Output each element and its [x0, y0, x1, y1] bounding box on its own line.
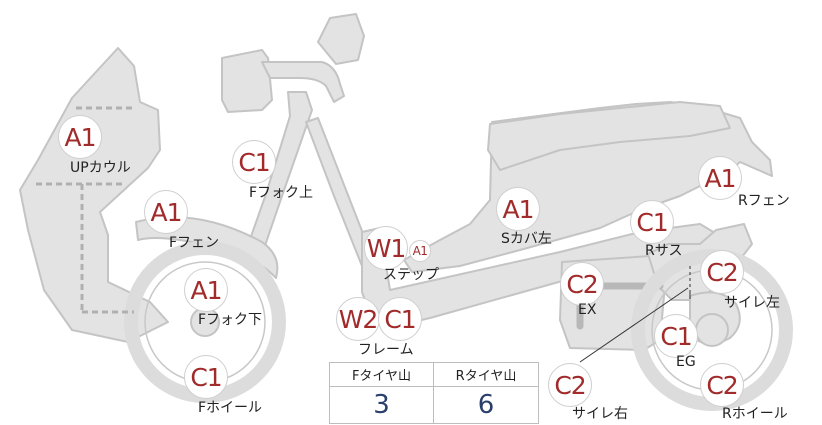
- frame-label: フレーム: [358, 342, 414, 358]
- r-sus-label: Rサス: [645, 243, 683, 259]
- rear-tire-value[interactable]: 6: [477, 390, 495, 420]
- f-fork-lower-badge[interactable]: A1: [184, 268, 228, 312]
- mirror-shape: [317, 13, 365, 65]
- engine-badge[interactable]: C1: [654, 314, 698, 358]
- f-fender-label: Fフェン: [169, 235, 220, 251]
- f-fork-lower-label: Fフォク下: [198, 312, 263, 328]
- frame-c1-badge[interactable]: C1: [378, 297, 422, 341]
- silencer-left-badge[interactable]: C2: [700, 250, 744, 294]
- f-fork-upper-badge[interactable]: C1: [232, 140, 276, 184]
- step-a1-badge[interactable]: A1: [409, 240, 431, 262]
- seat-shape: [487, 101, 731, 171]
- silencer-right-label: サイレ右: [572, 406, 628, 422]
- s-cover-left-label: Sカバ左: [501, 231, 552, 247]
- r-wheel-badge[interactable]: C2: [700, 363, 744, 407]
- f-fender-badge[interactable]: A1: [144, 190, 188, 234]
- r-sus-badge[interactable]: C1: [630, 200, 674, 244]
- silencer-right-badge[interactable]: C2: [548, 363, 592, 407]
- frame-w2-badge[interactable]: W2: [336, 297, 380, 341]
- f-fork-upper-label: Fフォク上: [249, 185, 314, 201]
- f-wheel-label: Fホイール: [198, 400, 263, 416]
- tire-tread-table: Fタイヤ山 Rタイヤ山 3 6: [329, 362, 539, 424]
- headlight-shape: [221, 49, 273, 113]
- handlebar-shape: [261, 61, 345, 103]
- s-cover-left-badge[interactable]: A1: [496, 187, 540, 231]
- front-cowl-shape: [19, 47, 169, 343]
- f-wheel-badge[interactable]: C1: [184, 355, 228, 399]
- front-tire-value[interactable]: 3: [330, 387, 434, 423]
- r-wheel-label: Rホイール: [722, 406, 788, 422]
- step-label: ステップ: [383, 267, 439, 283]
- up-cowl-badge[interactable]: A1: [58, 115, 102, 159]
- exhaust-badge[interactable]: C2: [560, 262, 604, 306]
- engine-label: EG: [676, 354, 696, 370]
- rear-tire-header: Rタイヤ山: [434, 363, 538, 387]
- rear-wheel-hub: [695, 313, 729, 347]
- silencer-left-label: サイレ左: [724, 295, 780, 311]
- front-tire-header: Fタイヤ山: [330, 363, 434, 387]
- r-fender-label: Rフェン: [738, 193, 790, 209]
- exhaust-label: EX: [578, 302, 597, 318]
- step-w1-badge[interactable]: W1: [364, 226, 408, 270]
- r-fender-badge[interactable]: A1: [698, 156, 742, 200]
- up-cowl-label: UPカウル: [70, 160, 131, 176]
